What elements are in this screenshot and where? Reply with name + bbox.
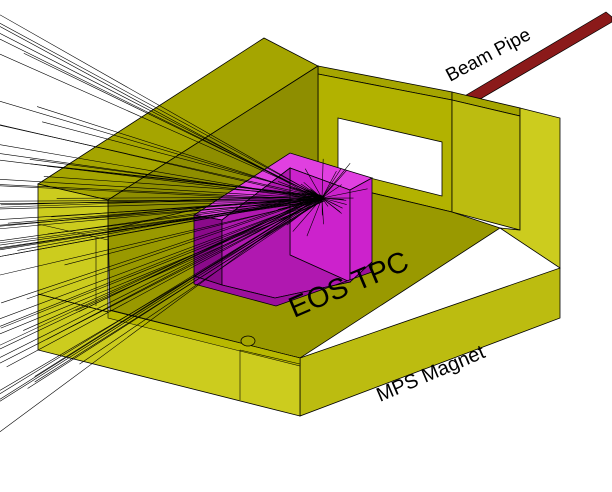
particle-track bbox=[17, 194, 322, 251]
particle-track bbox=[0, 38, 324, 200]
particle-track bbox=[75, 200, 325, 312]
particle-track bbox=[46, 165, 323, 197]
particle-track bbox=[30, 163, 324, 197]
particle-track bbox=[321, 197, 341, 213]
particle-track bbox=[36, 106, 322, 198]
particle-track bbox=[288, 181, 323, 199]
particle-track bbox=[0, 14, 324, 200]
particle-track bbox=[0, 199, 323, 204]
particle-track bbox=[321, 197, 344, 200]
particle-track bbox=[321, 168, 342, 199]
particle-track bbox=[289, 193, 323, 199]
particle-track bbox=[46, 195, 322, 340]
particle-track bbox=[0, 124, 321, 200]
beam-pipe-label: Beam Pipe bbox=[442, 24, 534, 86]
particle-track bbox=[0, 196, 322, 400]
particle-track bbox=[23, 198, 320, 331]
particle-tracks bbox=[0, 14, 368, 432]
particle-track bbox=[292, 197, 323, 232]
particle-track bbox=[321, 197, 347, 205]
magnet-port-hole bbox=[240, 335, 256, 347]
particle-track bbox=[0, 179, 324, 200]
particle-track bbox=[289, 188, 323, 199]
particle-track bbox=[0, 53, 320, 197]
particle-track bbox=[0, 185, 320, 202]
particle-track bbox=[321, 197, 324, 225]
particle-track bbox=[0, 200, 323, 391]
particle-track bbox=[0, 197, 323, 327]
particle-track bbox=[321, 197, 329, 207]
magnet-front-lip bbox=[107, 309, 301, 367]
particle-track bbox=[0, 23, 322, 198]
particle-track bbox=[0, 100, 320, 197]
particle-track bbox=[0, 194, 322, 346]
particle-track bbox=[321, 170, 337, 199]
particle-track bbox=[0, 199, 321, 364]
particle-track bbox=[307, 189, 323, 199]
particle-track bbox=[29, 159, 323, 199]
magnet-right-arm-inner bbox=[451, 99, 521, 231]
particle-track bbox=[79, 198, 324, 365]
particle-track bbox=[7, 197, 322, 224]
particle-track bbox=[0, 195, 320, 432]
particle-track bbox=[286, 197, 323, 226]
particle-track bbox=[27, 198, 324, 389]
particle-track bbox=[0, 200, 323, 244]
particle-track bbox=[277, 181, 323, 199]
particle-track bbox=[303, 182, 323, 199]
particle-track bbox=[0, 200, 320, 210]
particle-track bbox=[304, 168, 323, 199]
particle-track bbox=[321, 188, 368, 199]
tpc-bottom-front bbox=[193, 261, 373, 307]
particle-track bbox=[0, 33, 320, 198]
particle-track bbox=[308, 194, 323, 199]
particle-track bbox=[34, 200, 322, 383]
particle-track bbox=[0, 196, 325, 402]
particle-track bbox=[286, 197, 323, 212]
particle-track bbox=[306, 197, 323, 237]
particle-track bbox=[321, 197, 343, 209]
particle-track bbox=[0, 194, 325, 394]
particle-track bbox=[0, 195, 325, 242]
particle-track bbox=[26, 195, 324, 300]
magnet-right-side bbox=[499, 107, 561, 269]
particle-track bbox=[321, 158, 324, 199]
particle-track bbox=[321, 163, 351, 199]
particle-track bbox=[47, 198, 325, 235]
particle-track bbox=[0, 153, 325, 200]
particle-track bbox=[0, 197, 325, 251]
particle-track bbox=[0, 159, 324, 200]
particle-track bbox=[1, 195, 322, 304]
particle-track bbox=[321, 184, 342, 199]
particle-track bbox=[0, 198, 320, 320]
particle-track bbox=[277, 197, 323, 210]
particle-track bbox=[321, 170, 347, 199]
particle-track bbox=[64, 199, 320, 266]
particle-track bbox=[0, 199, 320, 230]
particle-track bbox=[306, 197, 323, 199]
particle-track bbox=[0, 200, 325, 335]
particle-track bbox=[0, 196, 322, 206]
particle-track bbox=[0, 199, 325, 220]
